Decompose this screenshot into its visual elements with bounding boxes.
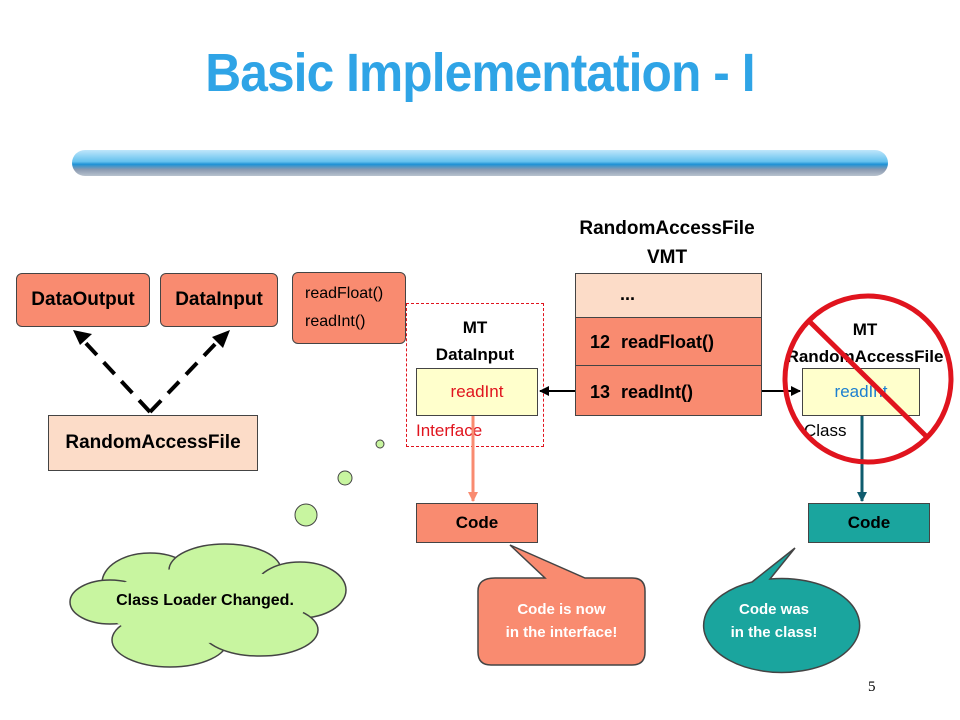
mt-raf-line2: RandomAccessFile	[786, 347, 944, 366]
method-readfloat: readFloat()	[305, 285, 384, 302]
randomaccessfile-label: RandomAccessFile	[65, 432, 241, 453]
vmt-title: RandomAccessFile VMT	[555, 214, 779, 272]
title-underline-bar	[72, 150, 888, 176]
interface-bubble-text: Code is now in the interface!	[478, 598, 645, 644]
interface-code-label: Code	[455, 513, 499, 532]
thought-dot-small	[375, 439, 385, 449]
mt-datainput-line1: MT	[462, 318, 488, 337]
dataoutput-box: DataOutput	[16, 273, 150, 327]
interface-bubble-line2: in the interface!	[505, 624, 618, 641]
thought-dot-large	[294, 503, 318, 527]
vmt-title-line2: VMT	[646, 247, 688, 268]
methods-note: readFloat() readInt()	[292, 272, 406, 344]
vmt-ellipsis: ...	[620, 284, 636, 304]
datainput-label: DataInput	[175, 289, 263, 310]
class-bubble-text: Code was in the class!	[692, 598, 856, 644]
mt-datainput-entry: readInt	[416, 368, 538, 416]
class-code-box: Code	[808, 503, 930, 543]
vmt-row-13: 13 readInt()	[575, 366, 762, 416]
mt-raf-label: MT RandomAccessFile	[770, 316, 960, 370]
mt-raf-line1: MT	[852, 320, 878, 339]
cloud-text: Class Loader Changed.	[116, 592, 294, 609]
randomaccessfile-box: RandomAccessFile	[48, 415, 258, 471]
vmt-row-13-method: readInt()	[621, 382, 693, 402]
interface-code-box: Code	[416, 503, 538, 543]
interface-speech-bubble	[477, 544, 646, 666]
inheritance-arrow-datainput	[148, 330, 230, 414]
class-kind-label: Class	[804, 421, 847, 440]
method-readint: readInt()	[305, 313, 366, 330]
vmt-title-line1: RandomAccessFile	[579, 218, 755, 239]
prohibited-cross	[782, 293, 954, 465]
vmt-row-12-index: 12	[590, 332, 611, 352]
interface-kind-label: Interface	[416, 421, 483, 440]
mt-datainput-entry-label: readInt	[450, 382, 504, 401]
class-code-label: Code	[847, 513, 891, 532]
vmt-ellipsis-row: ...	[575, 273, 762, 318]
mt-raf-entry: readInt	[802, 368, 920, 416]
slide-title: Basic Implementation - I	[205, 43, 755, 103]
class-bubble-line2: in the class!	[730, 624, 818, 641]
dataoutput-label: DataOutput	[31, 289, 135, 310]
mt-datainput-label: MT DataInput	[406, 314, 544, 368]
vmt-row-12: 12 readFloat()	[575, 318, 762, 366]
thought-dot-medium	[337, 470, 353, 486]
interface-bubble-line1: Code is now	[517, 601, 606, 618]
page-number: 5	[868, 679, 876, 695]
interface-dashed-frame	[406, 303, 544, 447]
datainput-box: DataInput	[160, 273, 278, 327]
vmt-row-13-index: 13	[590, 382, 611, 402]
vmt-row-12-method: readFloat()	[621, 332, 715, 352]
class-loader-cloud	[69, 543, 347, 668]
class-speech-bubble	[702, 547, 861, 674]
mt-datainput-line2: DataInput	[435, 345, 515, 364]
class-bubble-line1: Code was	[738, 601, 810, 618]
inheritance-arrow-dataoutput	[73, 330, 152, 414]
